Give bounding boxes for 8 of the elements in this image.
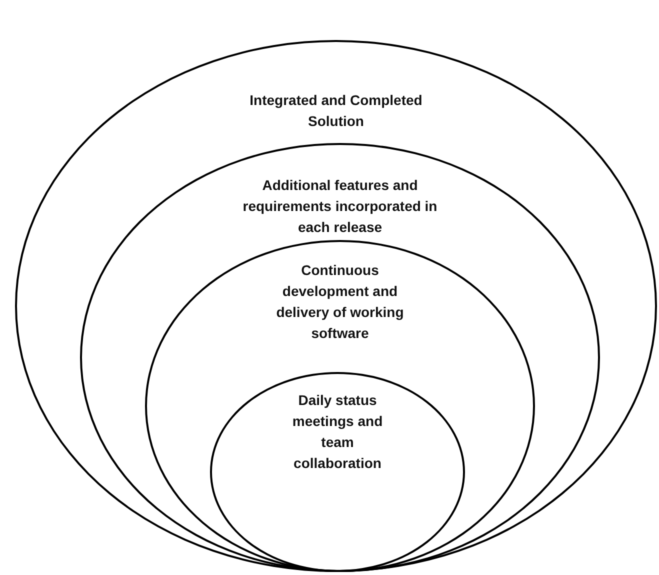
ellipse — [80, 143, 600, 572]
ellipse — [145, 240, 535, 572]
ellipse-label: Continuous development and delivery of working software — [275, 261, 405, 343]
ellipse-label: Integrated and Completed Solution — [248, 91, 424, 131]
ellipse-label: Daily status meetings and team collaboration — [291, 391, 384, 473]
ellipse — [210, 372, 465, 572]
ellipse-label: Additional features and requirements incorporated in each release — [242, 176, 438, 237]
ellipse — [15, 40, 657, 572]
